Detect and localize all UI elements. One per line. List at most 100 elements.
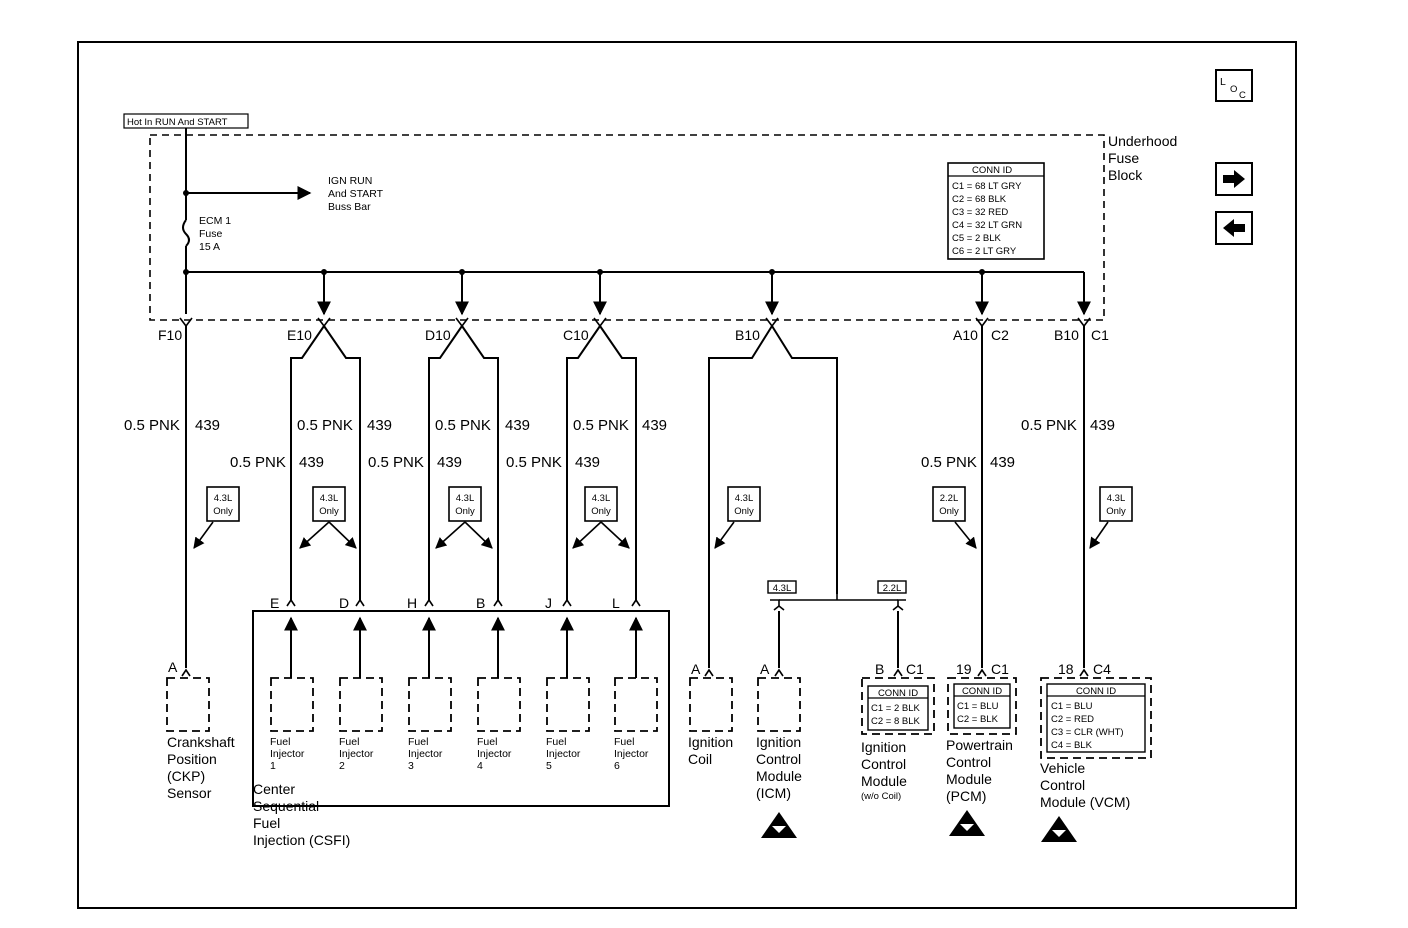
svg-text:2.2L: 2.2L	[883, 583, 902, 594]
ecm-fuse-label: ECM 1 Fuse 15 A	[199, 215, 231, 253]
ignition-control-module-icm: A Ignition Control Module (ICM)	[756, 661, 802, 801]
fuel-injector-2: Fuel Injector 2	[339, 677, 383, 772]
svg-text:C2 = BLK: C2 = BLK	[957, 714, 999, 725]
svg-text:439: 439	[642, 417, 667, 434]
svg-text:439: 439	[575, 454, 600, 471]
next-page-icon[interactable]	[1215, 162, 1253, 196]
terminal-b10: B10	[735, 327, 760, 343]
svg-text:4.3L: 4.3L	[1107, 493, 1126, 504]
svg-text:4.3L: 4.3L	[456, 493, 475, 504]
svg-text:Injector: Injector	[339, 748, 374, 760]
svg-text:439: 439	[299, 454, 324, 471]
svg-text:J: J	[545, 595, 552, 611]
svg-text:C4 = 32 LT GRN: C4 = 32 LT GRN	[952, 220, 1022, 231]
svg-text:3: 3	[408, 760, 414, 772]
svg-text:Fuel: Fuel	[253, 815, 280, 831]
svg-text:4: 4	[477, 760, 483, 772]
fuel-injector-5: Fuel Injector 5	[546, 677, 590, 772]
note-4.3l-only-e-d: 4.3L Only	[299, 486, 357, 549]
svg-text:Underhood: Underhood	[1108, 133, 1177, 149]
svg-text:C6 = 2 LT GRY: C6 = 2 LT GRY	[952, 246, 1017, 257]
svg-text:0.5 PNK: 0.5 PNK	[506, 454, 562, 471]
csfi-assembly-outline	[252, 610, 670, 807]
svg-text:439: 439	[1090, 417, 1115, 434]
svg-text:A: A	[760, 661, 770, 677]
svg-text:H: H	[407, 595, 417, 611]
svg-text:Fuse: Fuse	[199, 228, 223, 240]
fuel-injector-6: Fuel Injector 6	[614, 677, 658, 772]
svg-text:Fuel: Fuel	[408, 736, 428, 748]
svg-text:19: 19	[956, 661, 972, 677]
tag-4.3l: 4.3L	[767, 580, 797, 594]
svg-text:Only: Only	[213, 506, 233, 517]
fuel-injector-1: Fuel Injector 1	[270, 677, 314, 772]
svg-text:Vehicle: Vehicle	[1040, 760, 1085, 776]
svg-text:0.5 PNK: 0.5 PNK	[297, 417, 353, 434]
svg-text:(CKP): (CKP)	[167, 768, 205, 784]
svg-text:Control: Control	[946, 754, 991, 770]
svg-text:Ignition: Ignition	[688, 734, 733, 750]
svg-text:CONN ID: CONN ID	[1076, 686, 1116, 697]
note-4.3l-only-vcm: 4.3L Only	[1089, 486, 1133, 549]
svg-text:C1 = BLU: C1 = BLU	[1051, 701, 1093, 712]
svg-text:0.5 PNK: 0.5 PNK	[368, 454, 424, 471]
loc-icon[interactable]: L O C	[1215, 69, 1253, 102]
svg-text:Only: Only	[939, 506, 959, 517]
csfi-pins	[286, 598, 641, 607]
svg-text:C2 = 68 BLK: C2 = 68 BLK	[952, 194, 1007, 205]
svg-text:Only: Only	[591, 506, 611, 517]
svg-text:CONN ID: CONN ID	[878, 688, 918, 699]
svg-text:0.5 PNK: 0.5 PNK	[435, 417, 491, 434]
svg-text:L: L	[1220, 76, 1226, 88]
svg-text:Only: Only	[1106, 506, 1126, 517]
note-4.3l-only-h-b: 4.3L Only	[435, 486, 493, 549]
svg-text:C2 = 8 BLK: C2 = 8 BLK	[871, 716, 921, 727]
svg-text:D: D	[339, 595, 349, 611]
svg-text:Position: Position	[167, 751, 217, 767]
csfi-pin-labels: E D H B J L	[270, 595, 620, 611]
svg-text:C1 = BLU: C1 = BLU	[957, 701, 999, 712]
svg-text:C3 = CLR (WHT): C3 = CLR (WHT)	[1051, 727, 1124, 738]
splice-dot	[183, 190, 189, 196]
svg-text:A: A	[691, 661, 701, 677]
ignition-control-module-wo-coil: B C1 CONN ID C1 = 2 BLK C2 = 8 BLK Ignit…	[861, 661, 935, 802]
fuel-injector-4: Fuel Injector 4	[477, 677, 521, 772]
svg-text:Injector: Injector	[546, 748, 581, 760]
svg-text:C4: C4	[1093, 661, 1111, 677]
pnk-439-wires	[185, 325, 1085, 668]
ignition-coil: A Ignition Coil	[688, 661, 733, 767]
svg-text:Fuel: Fuel	[339, 736, 359, 748]
terminal-a10: A10	[953, 327, 978, 343]
svg-text:B: B	[875, 661, 884, 677]
svg-text:C4 = BLK: C4 = BLK	[1051, 740, 1093, 751]
terminal-d10: D10	[425, 327, 451, 343]
connector-c1: C1	[1091, 327, 1109, 343]
svg-text:C2 = RED: C2 = RED	[1051, 714, 1094, 725]
svg-text:Injector: Injector	[614, 748, 649, 760]
svg-text:CONN ID: CONN ID	[972, 165, 1012, 176]
svg-text:Fuel: Fuel	[477, 736, 497, 748]
svg-text:Coil: Coil	[688, 751, 712, 767]
svg-text:4.3L: 4.3L	[214, 493, 233, 504]
svg-text:0.5 PNK: 0.5 PNK	[230, 454, 286, 471]
svg-text:C5 = 2 BLK: C5 = 2 BLK	[952, 233, 1002, 244]
svg-text:C1 = 68 LT GRY: C1 = 68 LT GRY	[952, 181, 1022, 192]
svg-text:Module: Module	[946, 771, 992, 787]
svg-text:15 A: 15 A	[199, 241, 220, 253]
svg-text:5: 5	[546, 760, 552, 772]
buss-drops	[317, 272, 1091, 316]
terminal-b10-c1: B10	[1054, 327, 1079, 343]
previous-page-icon[interactable]	[1215, 211, 1253, 245]
svg-text:439: 439	[990, 454, 1015, 471]
svg-text:0.5 PNK: 0.5 PNK	[1021, 417, 1077, 434]
svg-text:Center: Center	[253, 781, 295, 797]
csfi-label: Center Sequential Fuel Injection (CSFI)	[253, 781, 350, 848]
svg-text:Only: Only	[455, 506, 475, 517]
terminal-e10: E10	[287, 327, 312, 343]
svg-text:Only: Only	[734, 506, 754, 517]
svg-text:Hot In RUN And START: Hot In RUN And START	[127, 117, 228, 128]
svg-text:(ICM): (ICM)	[756, 785, 791, 801]
ckp-sensor: A Crankshaft Position (CKP) Sensor	[166, 659, 235, 801]
svg-text:Fuel: Fuel	[614, 736, 634, 748]
